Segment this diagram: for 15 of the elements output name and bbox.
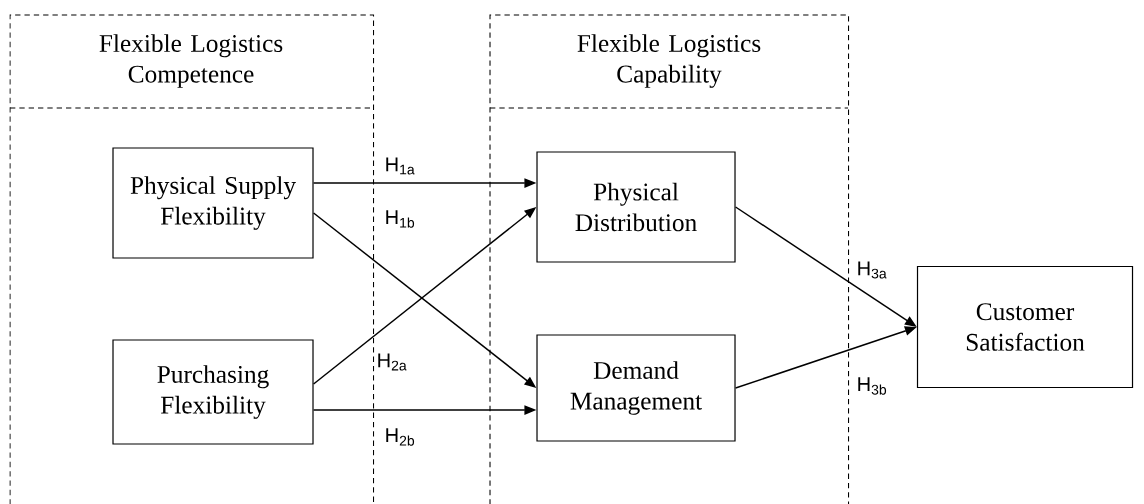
edge-label: H$_{2b}$ — [383, 426, 417, 448]
dashed-panel — [9, 14, 375, 504]
process-box: Customer Satisfaction — [916, 265, 1134, 389]
process-box: Purchasing Flexibility — [112, 339, 314, 445]
edge-label: H$_{1a}$ — [383, 156, 417, 176]
panel-heading: Flexible Logistics Capability — [577, 34, 761, 88]
process-box: Demand Management — [536, 334, 736, 442]
edge-label: H$_{3a}$ — [855, 260, 889, 280]
process-box: Physical Supply Flexibility — [112, 147, 314, 259]
process-box: Physical Distribution — [536, 151, 736, 263]
edge-label: H$_{3b}$ — [855, 375, 889, 397]
edge-label: H$_{1b}$ — [383, 208, 417, 230]
edge-label: H$_{2a}$ — [375, 352, 409, 372]
dashed-panel — [489, 14, 850, 504]
panel-heading: Flexible Logistics Competence — [99, 34, 283, 88]
